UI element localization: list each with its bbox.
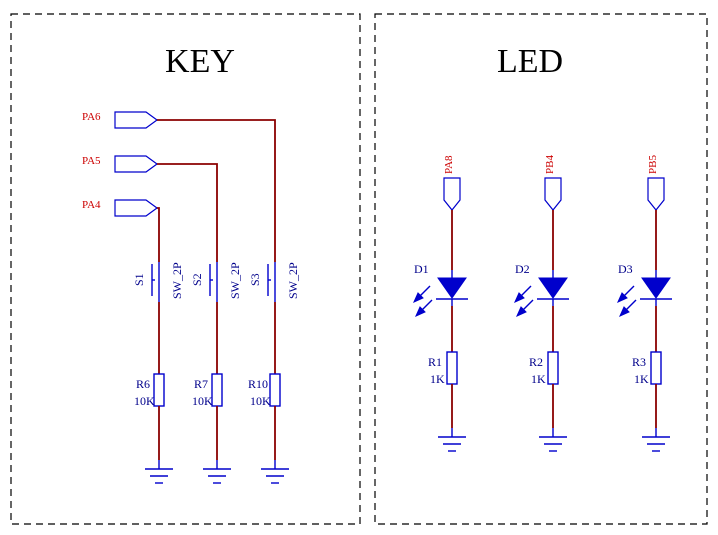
net-label-pb4: PB4 [544,155,556,174]
switch-column-s3: S3 SW_2P R10 10K [248,262,300,484]
resistor-value-r10: 10K [250,394,271,408]
led-panel-border [374,13,708,525]
led-ref-d3: D3 [618,262,633,276]
light-emission-icon [514,285,534,317]
resistor-value-r2: 1K [531,372,546,386]
switch-value-s3: SW_2P [286,262,300,299]
led-panel-title: LED [497,43,563,80]
light-emission-icon [617,285,637,317]
key-panel-border [10,13,361,525]
net-label-pa5: PA5 [82,155,101,167]
net-label-pa4: PA4 [82,199,101,211]
led-column-d2: PB4 D2 R2 1K [514,155,569,452]
switch-value-s1: SW_2P [170,262,184,299]
resistor-ref-r3: R3 [632,355,646,369]
switch-ref-s2: S2 [190,273,204,286]
net-port-pb4 [544,177,562,211]
resistor-ref-r1: R1 [428,355,442,369]
switch-ref-s1: S1 [132,273,146,286]
key-panel: KEY PA6 PA5 PA4 S1 SW_2P R [10,13,361,525]
wire-pa4 [157,207,160,262]
led-symbol-d2 [538,277,568,299]
led-column-d3: PB5 D3 R3 1K [617,155,672,452]
light-emission-icon [413,285,433,317]
net-label-pa8: PA8 [443,155,455,174]
resistor-value-r6: 10K [134,394,155,408]
led-ref-d2: D2 [515,262,530,276]
resistor-value-r1: 1K [430,372,445,386]
led-panel: LED PA8 D1 R1 1K [374,13,708,525]
wire-pa5 [157,163,218,262]
key-panel-title: KEY [165,43,235,80]
net-port-pb5 [647,177,665,211]
resistor-ref-r10: R10 [248,377,268,391]
resistor-value-r7: 10K [192,394,213,408]
resistor-ref-r6: R6 [136,377,150,391]
resistor-value-r3: 1K [634,372,649,386]
switch-ref-s3: S3 [248,273,262,286]
switch-value-s2: SW_2P [228,262,242,299]
resistor-ref-r7: R7 [194,377,208,391]
switch-column-s2: S2 SW_2P R7 10K [190,262,242,484]
net-port-pa6: PA6 [82,111,159,129]
wire-pa6 [157,119,276,262]
led-symbol-d1 [437,277,467,299]
net-label-pa6: PA6 [82,111,101,123]
net-port-pa5: PA5 [82,155,159,173]
net-port-pa4: PA4 [82,199,159,217]
switch-column-s1: S1 SW_2P R6 10K [132,262,184,484]
net-port-pa8 [443,177,461,211]
led-symbol-d3 [641,277,671,299]
net-label-pb5: PB5 [647,155,659,174]
resistor-ref-r2: R2 [529,355,543,369]
led-column-d1: PA8 D1 R1 1K [413,155,468,452]
led-ref-d1: D1 [414,262,429,276]
